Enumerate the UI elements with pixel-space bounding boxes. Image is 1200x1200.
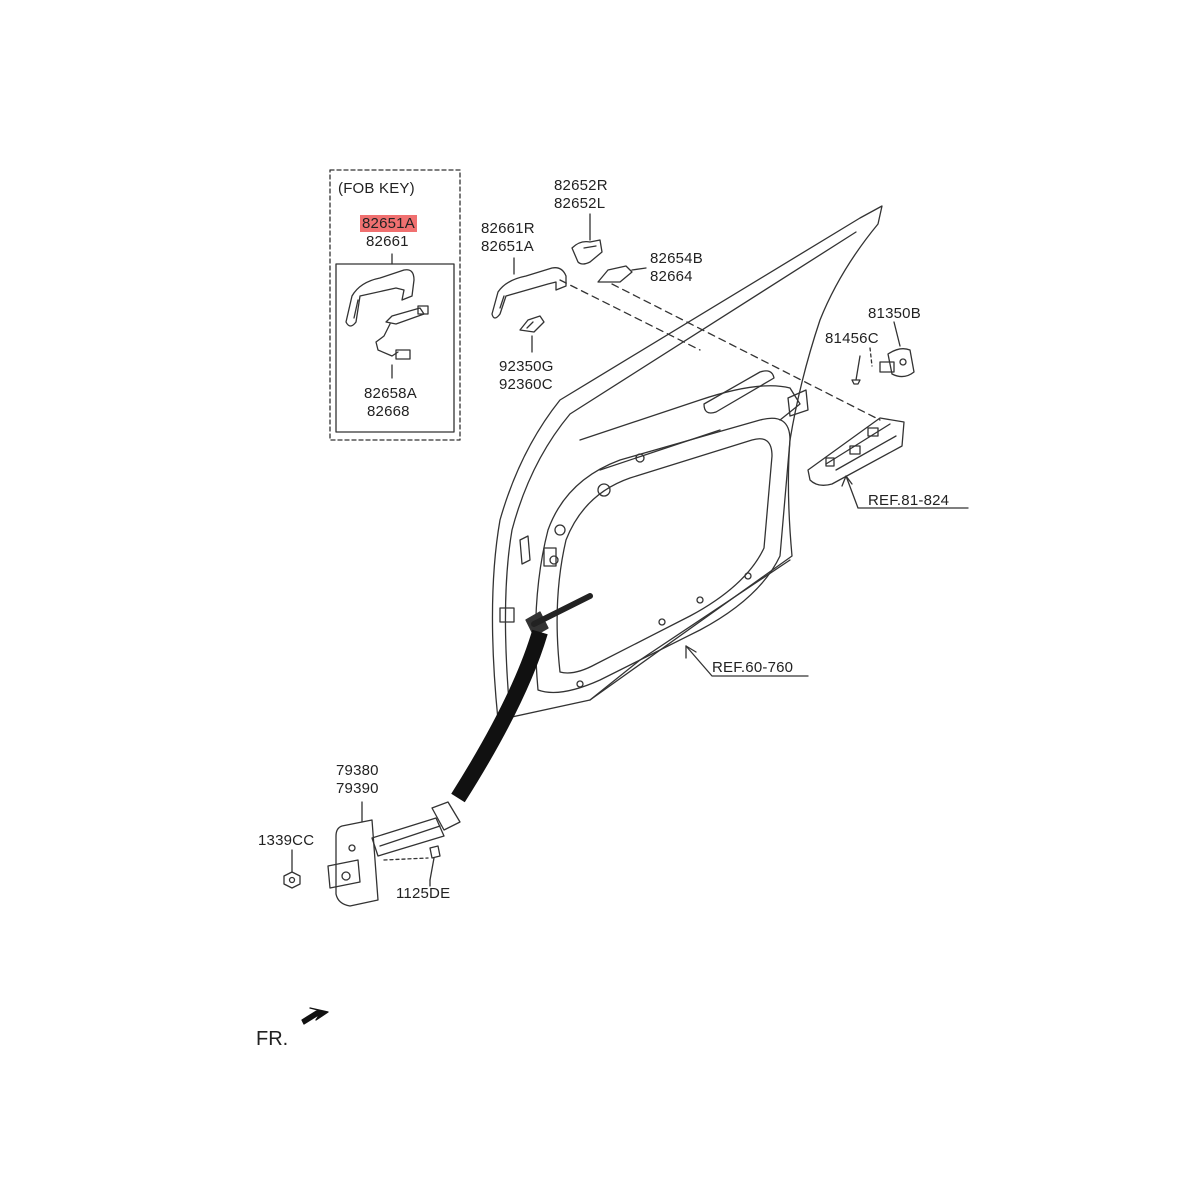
handle-cover-part-a: 82652R: [554, 177, 608, 194]
gasket-part-a: 92350G: [499, 358, 554, 375]
fob-key-inner-frame: [335, 263, 455, 433]
fob-key-group-frame: [329, 169, 461, 441]
fob-lower-part-a: 82658A: [364, 385, 417, 402]
checker-part-b: 79390: [336, 780, 379, 797]
gasket-part-b: 92360C: [499, 376, 553, 393]
door-latch-icon: [807, 417, 905, 486]
front-direction-arrow-icon: [301, 1007, 329, 1025]
handle-cap-icon: [597, 265, 633, 283]
checker-nut-part: 1339CC: [258, 832, 315, 849]
striker-part: 81350B: [868, 305, 921, 322]
checker-bolt-icon: [429, 845, 441, 881]
checker-strap: [531, 593, 593, 627]
door-panel: [491, 205, 883, 721]
door-reference: REF.60-760: [712, 659, 794, 676]
checker-part-a: 79380: [336, 762, 379, 779]
striker-icon: [879, 348, 915, 378]
door-checker-icon: [327, 801, 461, 907]
fob-lower-part-b: 82668: [367, 403, 410, 420]
striker-screw-icon: [851, 355, 861, 385]
latch-reference: REF.81-824: [868, 492, 950, 509]
checker-link-band: [451, 629, 548, 803]
fob-key-part-highlighted: 82651A: [360, 215, 417, 233]
front-direction-label: FR.: [256, 1028, 289, 1050]
striker-screw-part: 81456C: [825, 330, 879, 347]
fob-handle-icon: [345, 269, 415, 327]
fob-wire-harness-icon: [375, 305, 429, 360]
gasket-icon: [519, 315, 545, 333]
checker-bolt-part: 1125DE: [396, 885, 451, 902]
fob-key-part-secondary: 82661: [366, 233, 409, 250]
handle-cover-icon: [571, 239, 603, 265]
outside-handle-part-a: 82661R: [481, 220, 535, 237]
cap-part-a: 82654B: [650, 250, 703, 267]
cap-part-b: 82664: [650, 268, 693, 285]
fob-key-title: (FOB KEY): [338, 180, 415, 197]
highlighted-part-number: 82651A: [360, 215, 417, 232]
outside-handle-part-b: 82651A: [481, 238, 534, 255]
handle-cover-part-b: 82652L: [554, 195, 606, 212]
checker-nut-icon: [283, 871, 301, 889]
outside-handle-icon: [491, 267, 567, 319]
